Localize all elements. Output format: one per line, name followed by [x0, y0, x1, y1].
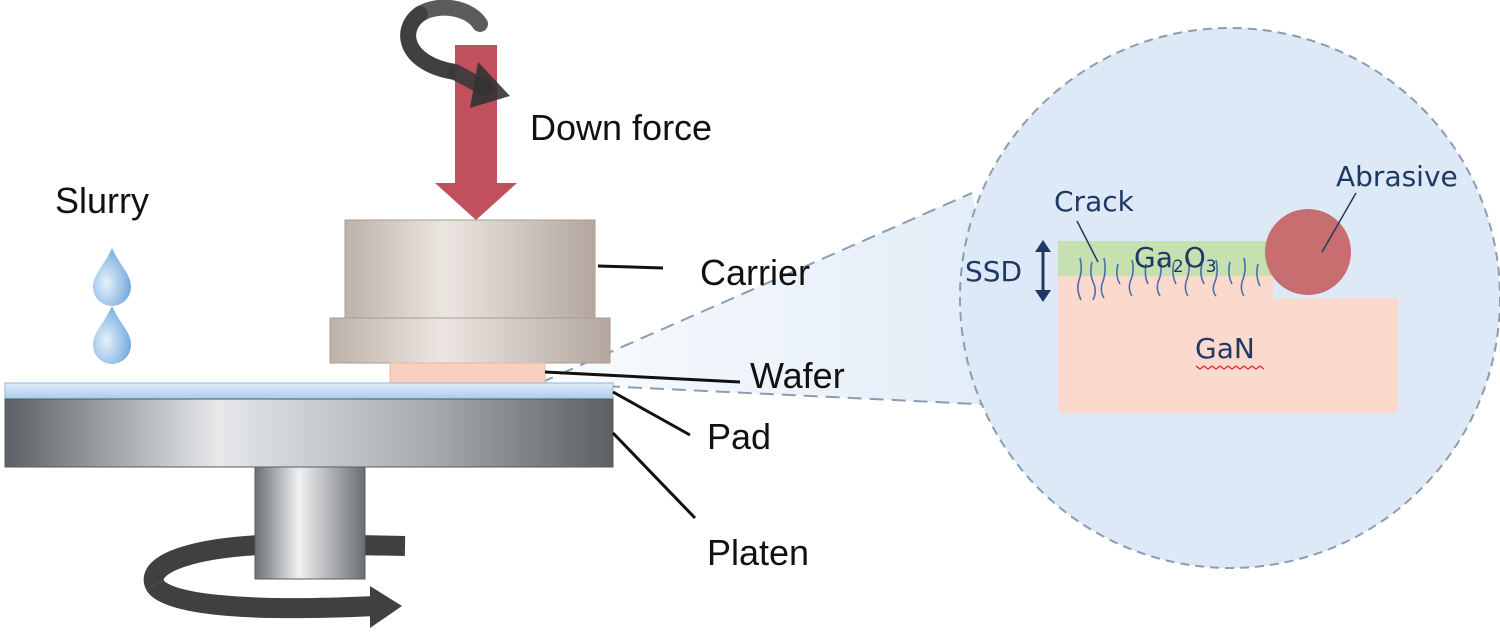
abrasive-leader — [1321, 192, 1357, 253]
zoom-projection — [540, 193, 1018, 406]
gan-layer — [1058, 298, 1398, 413]
carrier-head — [329, 219, 611, 364]
ssd-label: SSD — [965, 255, 1022, 288]
platen-rotation-arrow — [146, 578, 402, 628]
platen-leader — [611, 431, 697, 520]
slurry-drop-icon — [93, 306, 131, 364]
slurry-label: Slurry — [55, 180, 149, 221]
oxide-damage-zone — [1058, 276, 1273, 298]
pad-label: Pad — [707, 416, 771, 457]
platen-label: Platen — [707, 532, 809, 573]
zoom-guide-lower — [539, 382, 1019, 407]
spellcheck-underline — [1195, 365, 1265, 370]
ssd-arrow — [1035, 240, 1051, 302]
carrier-rotation-arrow — [412, 0, 510, 108]
zoom-guide-upper — [539, 192, 973, 384]
wafer-label: Wafer — [750, 355, 845, 396]
wafer — [389, 362, 546, 384]
oxide-label: Ga2O3 — [1134, 241, 1217, 277]
carrier-rotation-arrow-back — [400, 6, 463, 80]
crack-leader — [1076, 220, 1099, 263]
carrier-label: Carrier — [700, 252, 810, 293]
pad — [4, 382, 614, 400]
crack-lines — [1077, 257, 1261, 301]
carrier-leader — [597, 264, 664, 270]
abrasive-label: Abrasive — [1336, 160, 1458, 193]
gan-label: GaN — [1195, 332, 1255, 365]
pad-leader — [612, 390, 691, 437]
abrasive-particle — [1265, 209, 1351, 295]
platen-shaft — [254, 466, 366, 580]
wafer-leader — [544, 370, 741, 384]
slurry-drop-icon — [93, 248, 131, 306]
down-force-label: Down force — [530, 107, 712, 148]
crack-label: Crack — [1054, 185, 1135, 218]
zoom-inset: Crack Abrasive SSD Ga2O3 GaN — [959, 27, 1500, 569]
oxide-layer — [1058, 241, 1273, 276]
platen — [4, 398, 614, 468]
